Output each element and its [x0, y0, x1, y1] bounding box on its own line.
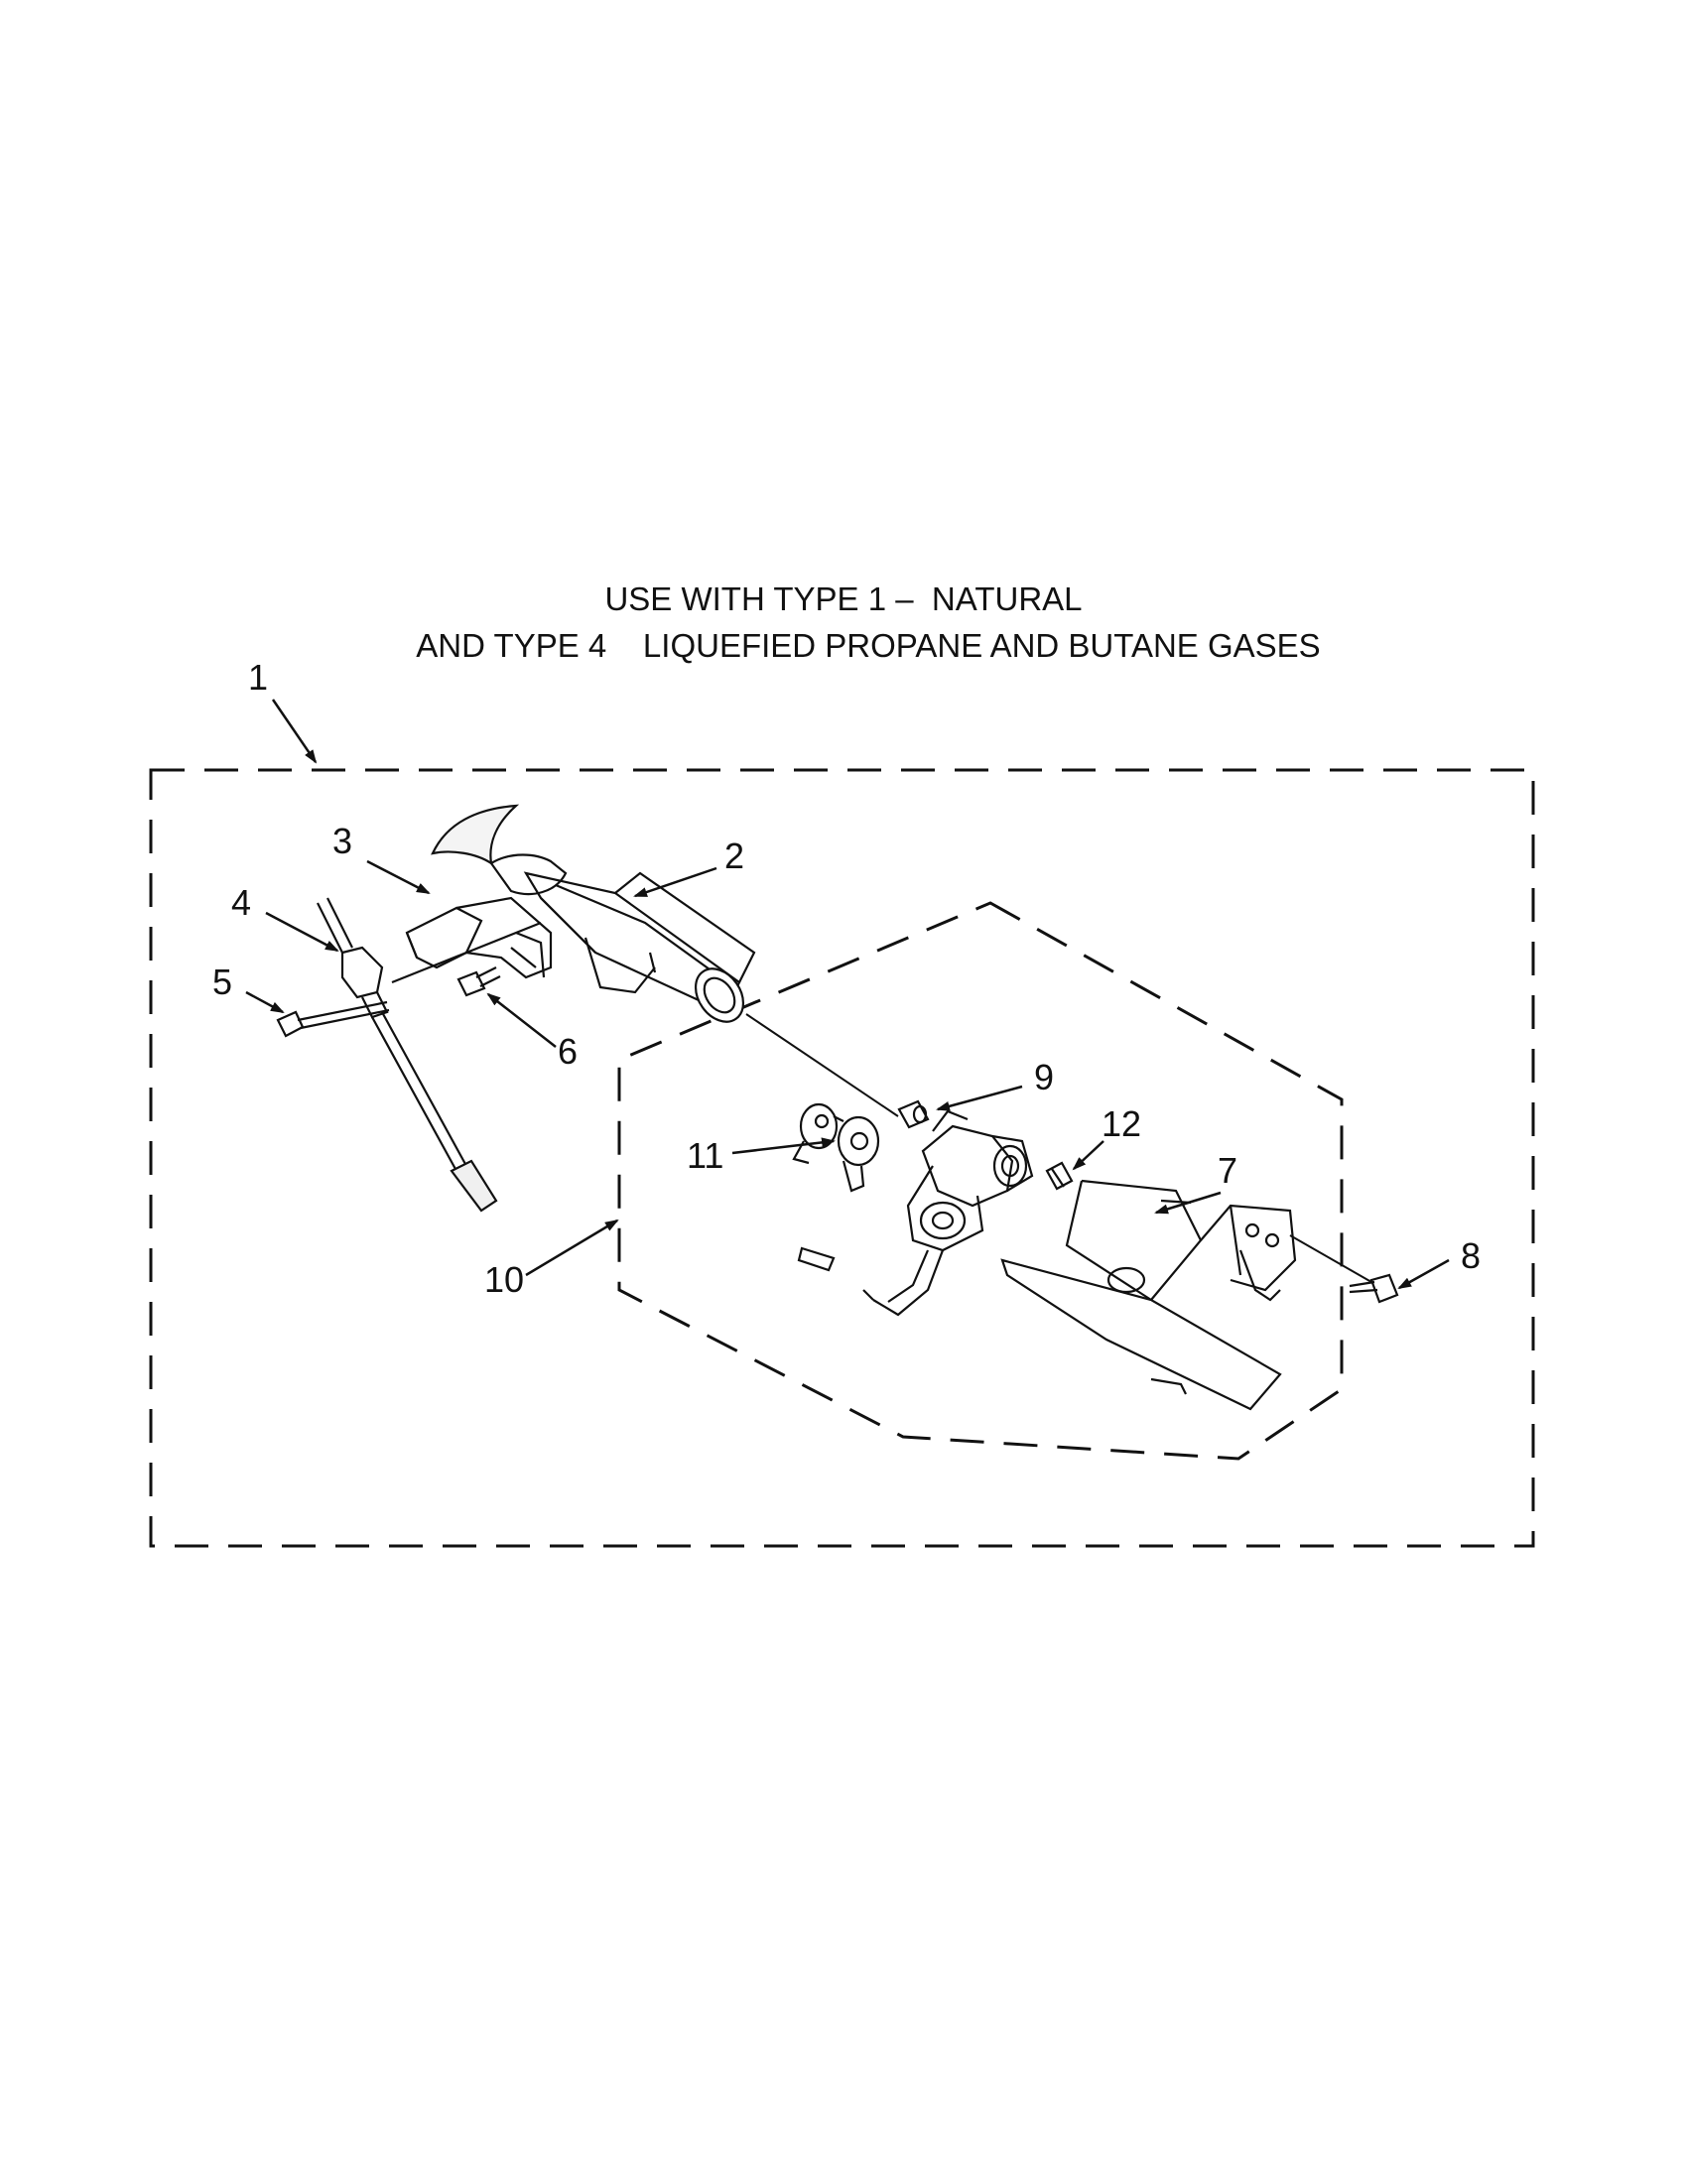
- callout-4: 4: [231, 882, 251, 923]
- callout-10: 10: [484, 1259, 524, 1300]
- leader-6: [486, 992, 557, 1048]
- leader-11: [731, 1137, 836, 1155]
- callout-9: 9: [1034, 1057, 1054, 1097]
- burner-tube-part: [431, 804, 756, 1023]
- leader-8: [1397, 1258, 1450, 1290]
- screw-part-8: [1289, 1234, 1399, 1304]
- alignment-line: [745, 1013, 899, 1117]
- leader-7: [1154, 1191, 1222, 1215]
- leader-4: [265, 911, 339, 953]
- callout-5: 5: [212, 962, 232, 1002]
- callout-2: 2: [724, 835, 744, 876]
- gas-valve-part: [797, 1109, 1034, 1317]
- diagram-title-line-2: AND TYPE 4 LIQUEFIED PROPANE AND BUTANE …: [416, 627, 1321, 664]
- leader-lines: [245, 699, 1450, 1290]
- fitting-part-9: [897, 1099, 930, 1129]
- leader-12: [1072, 1140, 1104, 1171]
- leader-10: [525, 1219, 619, 1277]
- valve-bracket-part: [1000, 1179, 1297, 1411]
- leader-9: [936, 1085, 1023, 1111]
- screw-part-5: [276, 1000, 390, 1038]
- leader-2: [633, 866, 717, 898]
- leader-5: [245, 990, 285, 1014]
- igniter-part: [317, 897, 542, 1213]
- callout-8: 8: [1461, 1235, 1481, 1276]
- subassembly-boundary: [617, 901, 1344, 1461]
- igniter-bracket-part: [405, 896, 553, 979]
- callout-3: 3: [332, 821, 352, 861]
- diagram-title-line-1: USE WITH TYPE 1 – NATURAL: [604, 580, 1083, 617]
- callout-6: 6: [558, 1031, 578, 1072]
- leader-1: [271, 699, 318, 764]
- leader-3: [366, 859, 431, 895]
- screw-part-6: [456, 966, 501, 997]
- callout-1: 1: [248, 657, 268, 698]
- callout-11: 11: [687, 1135, 723, 1176]
- assembly-boundary: [149, 768, 1535, 1548]
- solenoid-coils-part: [792, 1102, 880, 1193]
- callout-7: 7: [1218, 1150, 1237, 1191]
- orifice-part-12: [1045, 1161, 1074, 1191]
- callout-12: 12: [1102, 1103, 1141, 1144]
